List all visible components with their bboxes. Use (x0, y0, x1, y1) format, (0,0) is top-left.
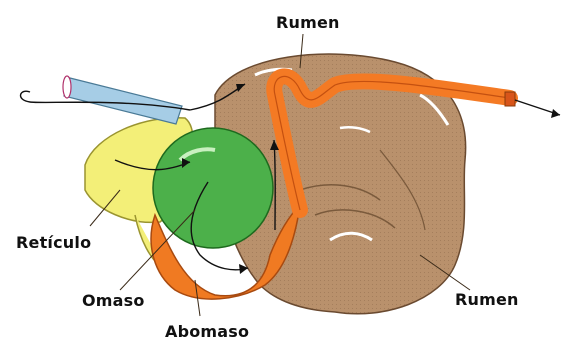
label-rumen-right: Rumen (455, 290, 519, 309)
esophagus-tube (63, 76, 182, 124)
label-omaso: Omaso (82, 291, 145, 310)
label-abomaso: Abomaso (165, 322, 249, 341)
omasum-chamber (153, 128, 273, 248)
label-rumen-top: Rumen (276, 13, 340, 32)
label-reticulo: Retículo (16, 233, 91, 252)
